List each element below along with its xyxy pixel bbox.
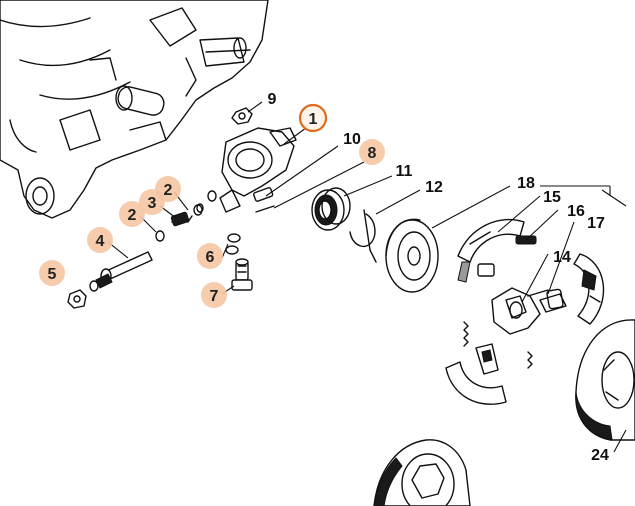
selected-callout-ring: [298, 103, 328, 133]
callout-6[interactable]: 6: [206, 249, 215, 266]
callout-10[interactable]: 10: [343, 131, 361, 148]
callout-17[interactable]: 17: [587, 215, 605, 232]
callout-15[interactable]: 15: [543, 189, 561, 206]
part-5-nut[interactable]: [67, 289, 87, 309]
callout-16[interactable]: 16: [567, 203, 585, 220]
part-clutch-springs: [463, 263, 567, 369]
callout-7[interactable]: 7: [210, 288, 219, 305]
part-15-clutch-shoe[interactable]: [457, 218, 525, 283]
highlight-bubbles: [39, 139, 385, 308]
part-7-fitting[interactable]: [231, 258, 253, 291]
callout-8[interactable]: 8: [368, 145, 377, 162]
part-14-clutch-carrier[interactable]: [491, 287, 549, 335]
part-sprocket-drum-lower[interactable]: [373, 439, 471, 506]
part-24-clutch-drum[interactable]: [575, 319, 635, 441]
callout-2-upper[interactable]: 2: [164, 182, 173, 199]
callout-4[interactable]: 4: [96, 233, 105, 250]
callout-labels: 1 2 3 2 4 5 6 7 8 9 10 11 12 18 15 16 17…: [48, 91, 609, 464]
part-3-spring[interactable]: [170, 211, 193, 227]
callout-3[interactable]: 3: [148, 195, 157, 212]
callout-2-lower[interactable]: 2: [128, 207, 137, 224]
part-washers: [196, 190, 217, 213]
part-9-nut[interactable]: [231, 107, 253, 125]
part-2-ring-b[interactable]: [193, 204, 203, 216]
callout-11[interactable]: 11: [396, 163, 413, 180]
callout-5[interactable]: 5: [48, 266, 57, 283]
part-2-ring-a[interactable]: [155, 230, 165, 242]
callout-9[interactable]: 9: [268, 91, 277, 108]
engine-housing: [0, 0, 269, 219]
part-11-snap-ring[interactable]: [349, 209, 377, 263]
part-10-screw[interactable]: [253, 187, 275, 213]
callout-18[interactable]: 18: [517, 175, 535, 192]
part-6-orings[interactable]: [225, 233, 241, 255]
part-8-seal[interactable]: [311, 187, 351, 231]
part-clutch-shoe-bottom[interactable]: [445, 343, 507, 405]
callout-24[interactable]: 24: [591, 447, 609, 464]
callout-1[interactable]: 1: [309, 111, 318, 128]
callout-14[interactable]: 14: [553, 249, 571, 266]
part-oil-pump[interactable]: [219, 127, 297, 213]
part-4-shaft[interactable]: [89, 251, 153, 292]
part-12-cover-disc[interactable]: [385, 218, 439, 293]
callout-12[interactable]: 12: [425, 179, 443, 196]
part-clutch-shoe-right[interactable]: [573, 253, 605, 325]
